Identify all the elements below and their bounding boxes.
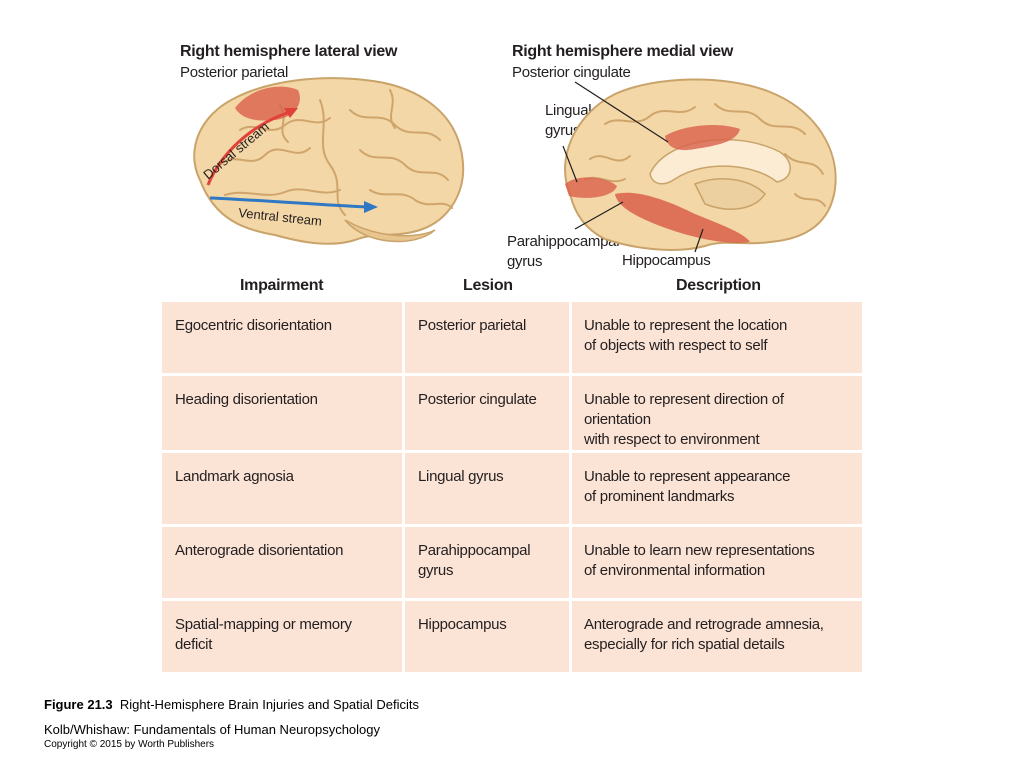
book-credit: Kolb/Whishaw: Fundamentals of Human Neur… — [44, 722, 381, 737]
header-lesion: Lesion — [463, 277, 513, 294]
table-row: Egocentric disorientation Posterior pari… — [159, 299, 865, 376]
table-row: Spatial-mapping or memory deficit Hippoc… — [159, 598, 865, 675]
description-line: with respect to environment — [584, 431, 760, 448]
description-line: of environmental information — [584, 562, 765, 579]
posterior-cingulate-label: Posterior cingulate — [512, 64, 631, 81]
copyright-notice: Copyright © 2015 by Worth Publishers — [44, 739, 215, 750]
impairment-cell: Egocentric disorientation — [159, 299, 405, 376]
description-cell: Unable to represent appearance of promine… — [569, 450, 865, 527]
header-impairment: Impairment — [240, 277, 324, 294]
lesion-cell: Parahippocampal gyrus — [402, 524, 572, 601]
description-line: of objects with respect to self — [584, 337, 768, 354]
parahippocampal-label-line2: gyrus — [507, 253, 543, 270]
deficits-table: Egocentric disorientation Posterior pari… — [159, 299, 865, 675]
table-row: Landmark agnosia Lingual gyrus Unable to… — [159, 450, 865, 527]
impairment-cell: Spatial-mapping or memory deficit — [159, 598, 405, 675]
lesion-cell: Hippocampus — [402, 598, 572, 675]
table-row: Heading disorientation Posterior cingula… — [159, 373, 865, 453]
ventral-stream-arrow — [209, 196, 369, 209]
lesion-cell: Lingual gyrus — [402, 450, 572, 527]
lingual-gyrus-label-line1: Lingual — [545, 102, 592, 119]
posterior-parietal-label: Posterior parietal — [180, 64, 288, 81]
description-cell: Unable to learn new representations of en… — [569, 524, 865, 601]
impairment-cell: Heading disorientation — [159, 373, 405, 453]
lateral-brain-illustration: Dorsal stream Ventral stream — [193, 77, 465, 245]
table-row: Anterograde disorientation Parahippocamp… — [159, 524, 865, 601]
figure-title: Right-Hemisphere Brain Injuries and Spat… — [119, 697, 420, 712]
description-cell: Unable to represent the location of objec… — [569, 299, 865, 376]
lesion-cell: Posterior parietal — [402, 299, 572, 376]
description-cell: Unable to represent direction of orienta… — [569, 373, 865, 453]
parahippocampal-lesion — [615, 192, 750, 243]
lingual-gyrus-label-line2: gyrus — [545, 122, 581, 139]
description-line: Unable to represent the location — [584, 317, 788, 334]
posterior-parietal-lesion — [235, 86, 300, 121]
medial-view-title: Right hemisphere medial view — [512, 43, 733, 60]
description-line: especially for rich spatial details — [584, 636, 785, 653]
posterior-cingulate-lesion — [665, 124, 740, 151]
parahippocampal-label-line1: Parahippocampal — [507, 233, 620, 250]
impairment-cell: Landmark agnosia — [159, 450, 405, 527]
description-cell: Anterograde and retrograde amnesia, espec… — [569, 598, 865, 675]
lingual-gyrus-lesion — [565, 177, 617, 198]
hippocampus-label: Hippocampus — [622, 252, 711, 269]
description-line: Unable to learn new representations — [584, 542, 815, 559]
header-description: Description — [676, 277, 761, 294]
lateral-view-title: Right hemisphere lateral view — [180, 43, 398, 60]
description-line: of prominent landmarks — [584, 488, 735, 505]
impairment-cell: Anterograde disorientation — [159, 524, 405, 601]
brainstem — [693, 178, 766, 210]
cerebellum-shape — [344, 219, 436, 243]
description-line: Anterograde and retrograde amnesia, — [584, 616, 824, 633]
description-line: Unable to represent appearance — [584, 468, 791, 485]
dorsal-stream-arrow — [206, 110, 291, 186]
description-line: Unable to represent direction of orienta… — [584, 391, 784, 428]
figure-number: Figure 21.3 — [44, 697, 113, 712]
lesion-cell: Posterior cingulate — [402, 373, 572, 453]
medial-brain-illustration — [562, 78, 837, 253]
figure-caption: Figure 21.3 Right-Hemisphere Brain Injur… — [44, 697, 419, 712]
